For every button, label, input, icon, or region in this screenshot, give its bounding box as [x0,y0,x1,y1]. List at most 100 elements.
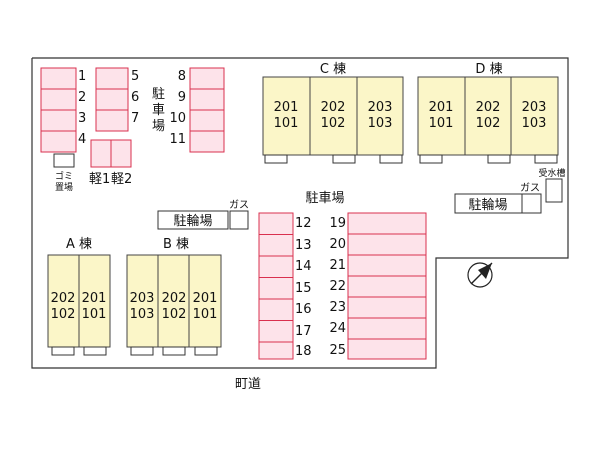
entrance-step [379,154,403,164]
entrance-step [83,346,107,356]
space-number: 12 [295,216,312,231]
garbage-label: ゴミ [55,170,73,182]
unit-number: 101 [274,116,299,131]
space-number: 10 [169,111,186,126]
parking-column-3: 8 9 10 11 [169,67,225,153]
parking-space [347,212,427,235]
unit-number: 101 [193,307,218,322]
gas-label: ガス [520,182,540,194]
bicycle-label: 駐輪場 [468,197,507,213]
parking-label-upper: 場 [152,119,165,134]
garbage-station [53,153,75,168]
kei-label: 軽1 [89,172,110,187]
parking-lower-right: 19 20 21 22 23 24 25 [329,212,427,360]
space-number: 16 [295,302,312,317]
space-number: 20 [329,237,346,252]
bicycle-label: 駐輪場 [173,213,212,229]
building-label: A 棟 [66,237,92,252]
kei-space [110,139,132,168]
entrance-step [162,346,186,356]
space-number: 2 [78,90,86,105]
unit-number: 102 [476,116,501,131]
space-number: 5 [131,69,139,84]
entrance-step [51,346,75,356]
space-number: 7 [131,111,139,126]
unit-number: 102 [321,116,346,131]
parking-space [40,109,77,132]
unit-number: 101 [429,116,454,131]
bicycle-parking [157,210,229,230]
unit-number: 103 [368,116,393,131]
bicycle-parking [454,193,523,214]
space-number: 17 [295,324,312,339]
space-number: 24 [329,321,346,336]
parking-space [347,254,427,277]
parking-label-upper: 車 [152,103,165,118]
building-d [417,76,559,156]
parking-space [347,296,427,319]
entrance-step [264,154,288,164]
space-number: 23 [329,300,346,315]
parking-space [189,67,225,90]
parking-space [258,212,294,235]
unit-number: 202 [476,100,501,115]
unit-number: 201 [429,100,454,115]
parking-space [258,320,294,343]
parking-space [347,275,427,298]
entrance-step [419,154,443,164]
water-tank-label: 受水槽 [538,167,565,179]
unit-number: 202 [162,291,187,306]
unit-number: 103 [130,307,155,322]
parking-column-1: 1 2 3 4 [40,67,86,153]
water-tank [545,178,563,203]
space-number: 1 [78,69,86,84]
building-label: C 棟 [320,62,346,77]
entrance-step [130,346,154,356]
unit-number: 202 [51,291,76,306]
space-number: 6 [131,90,139,105]
unit-number: 102 [162,307,187,322]
parking-column-2: 5 6 7 [95,67,139,132]
unit-number: 201 [274,100,299,115]
parking-space [258,277,294,300]
parking-space [95,109,129,132]
parking-label-upper: 駐 [152,87,165,102]
space-number: 18 [295,344,312,359]
unit-number: 203 [522,100,547,115]
entrance-step [332,154,356,164]
space-number: 14 [295,259,312,274]
unit-number: 202 [321,100,346,115]
building-label: B 棟 [163,237,189,252]
parking-space [40,67,77,90]
parking-space [189,130,225,153]
unit-number: 201 [193,291,218,306]
parking-space [347,317,427,340]
road-label: 町道 [235,377,261,392]
space-number: 21 [329,258,346,273]
unit-number: 103 [522,116,547,131]
gas-meter [229,210,249,230]
garbage-label: 置場 [55,181,73,193]
parking-space [258,255,294,278]
unit-number: 203 [368,100,393,115]
parking-space [258,298,294,321]
unit-number: 203 [130,291,155,306]
north-arrow-icon [467,262,493,288]
building-b [126,254,222,348]
space-number: 3 [78,111,86,126]
kei-space [90,139,112,168]
unit-number: 102 [51,307,76,322]
space-number: 15 [295,281,312,296]
site-boundary [31,57,569,369]
parking-space [95,88,129,111]
space-number: 13 [295,238,312,253]
parking-space [40,130,77,153]
parking-space [40,88,77,111]
gas-label: ガス [229,199,249,211]
space-number: 11 [169,132,186,147]
entrance-step [194,346,218,356]
unit-number: 101 [82,307,107,322]
parking-space [189,88,225,111]
entrance-step [487,154,511,164]
